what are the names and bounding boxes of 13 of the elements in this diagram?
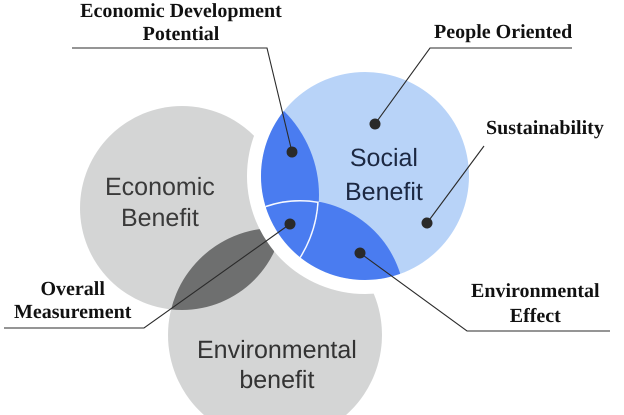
leader-line xyxy=(422,146,484,228)
leader-line xyxy=(354,248,610,332)
callout-label: Sustainability xyxy=(486,116,604,140)
callout-label: Environmental Effect xyxy=(471,279,600,329)
callout-label: Economic Development Potential xyxy=(79,0,283,46)
circle-label: Social Benefit xyxy=(345,143,423,208)
callout-label: Overall Measurement xyxy=(14,278,132,324)
leader-line xyxy=(4,218,296,329)
callout-label: People Oriented xyxy=(434,20,572,44)
leader-line xyxy=(72,47,298,158)
circle-label: Economic Benefit xyxy=(105,172,215,234)
leader-line xyxy=(370,47,572,130)
circle-label: Environmental benefit xyxy=(197,335,357,395)
